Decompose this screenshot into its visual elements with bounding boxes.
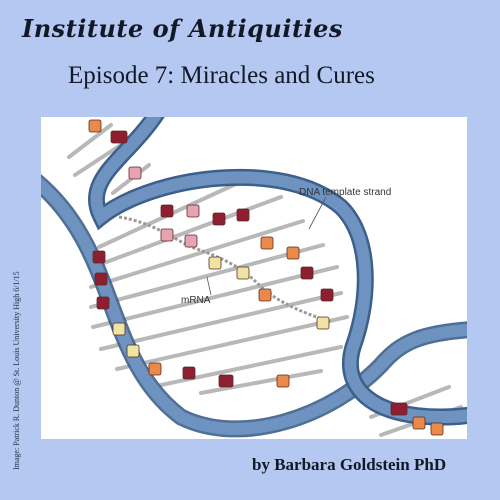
mrna-label: mRNA [181,295,211,306]
author-byline: by Barbara Goldstein PhD [252,455,447,474]
mrna-pointer [206,276,212,296]
dna-illustration: DNA template strand mRNA [41,117,467,439]
mrna-strand [118,215,332,324]
template-strand-label: DNA template strand [299,187,391,198]
series-title: Institute of Antiquities [22,14,343,43]
episode-title: Episode 7: Miracles and Cures [68,62,375,89]
dna-helix-diagram: DNA template strand mRNA [41,117,467,438]
helix-strand-front-fill [90,117,467,424]
template-strand-pointer [308,196,327,230]
image-credit: Image: Patrick R. Dunton @ St. Louis Uni… [12,271,21,470]
nucleotide-bases [88,119,444,436]
